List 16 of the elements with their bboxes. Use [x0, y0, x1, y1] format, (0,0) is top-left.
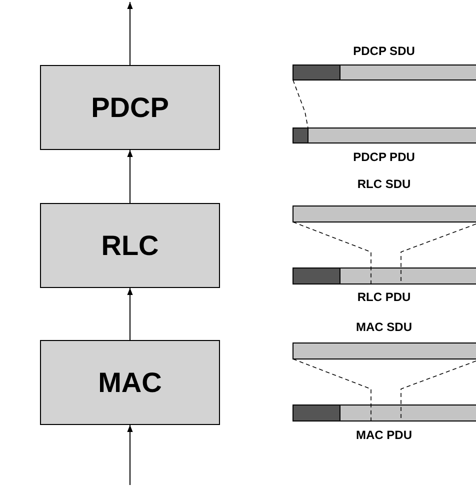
unit-label: PDCP SDU — [353, 44, 415, 58]
layer-box — [40, 65, 220, 150]
layer-name: MAC — [98, 366, 162, 398]
layer-box — [40, 203, 220, 288]
unit-label: PDCP PDU — [353, 150, 415, 164]
layer-name: PDCP — [91, 92, 169, 124]
arrow — [127, 150, 133, 204]
unit-label: MAC SDU — [356, 320, 412, 334]
unit-label: RLC SDU — [357, 177, 411, 191]
arrow — [127, 2, 133, 66]
layer-box — [40, 340, 220, 425]
unit-label: RLC PDU — [357, 290, 411, 304]
arrow — [127, 424, 133, 486]
arrow — [127, 288, 133, 340]
layer-name: RLC — [101, 230, 159, 262]
unit-label: MAC PDU — [356, 428, 412, 442]
